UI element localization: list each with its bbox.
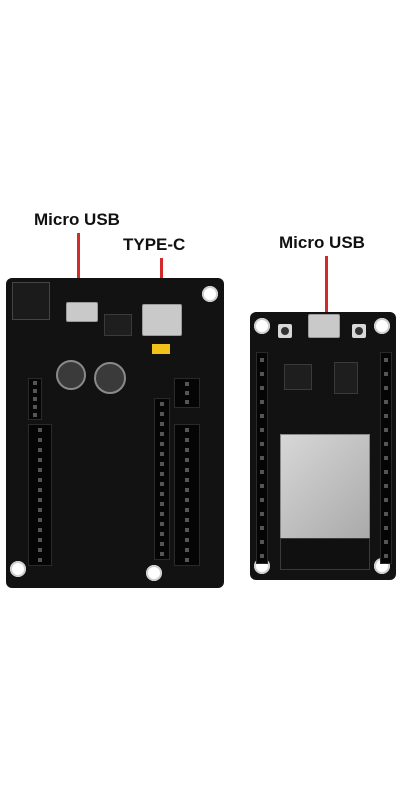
micro-usb-port [308,314,340,338]
power-jumper [152,344,170,354]
pin-header [28,424,52,566]
type-c-port [142,304,182,336]
mount-hole [146,565,162,581]
dc-barrel-jack [12,282,50,320]
usb-uart-chip [284,364,312,390]
type-c-label: TYPE-C [123,235,186,254]
micro-usb-label-right: Micro USB [279,233,365,252]
arrow-left-micro-usb [77,233,80,308]
esp32-dev-board [250,312,396,580]
regulator-chip [104,314,132,336]
pin-header [380,352,392,564]
pin-header [154,398,170,560]
boot-button [278,324,292,338]
pin-header [256,352,268,564]
en-button [352,324,366,338]
module-antenna-area [280,538,370,570]
mount-hole [202,286,218,302]
regulator-chip [334,362,358,394]
pin-header [174,378,200,408]
pin-header [174,424,200,566]
capacitor [56,360,86,390]
mount-hole [374,318,390,334]
capacitor [94,362,126,394]
arrow-right-micro-usb [325,256,328,314]
esp32-module-shield [280,434,370,542]
expansion-board [6,278,224,588]
mount-hole [254,318,270,334]
micro-usb-port [66,302,98,322]
mount-hole [10,561,26,577]
pin-header [28,378,42,420]
micro-usb-label-left: Micro USB [34,210,120,229]
